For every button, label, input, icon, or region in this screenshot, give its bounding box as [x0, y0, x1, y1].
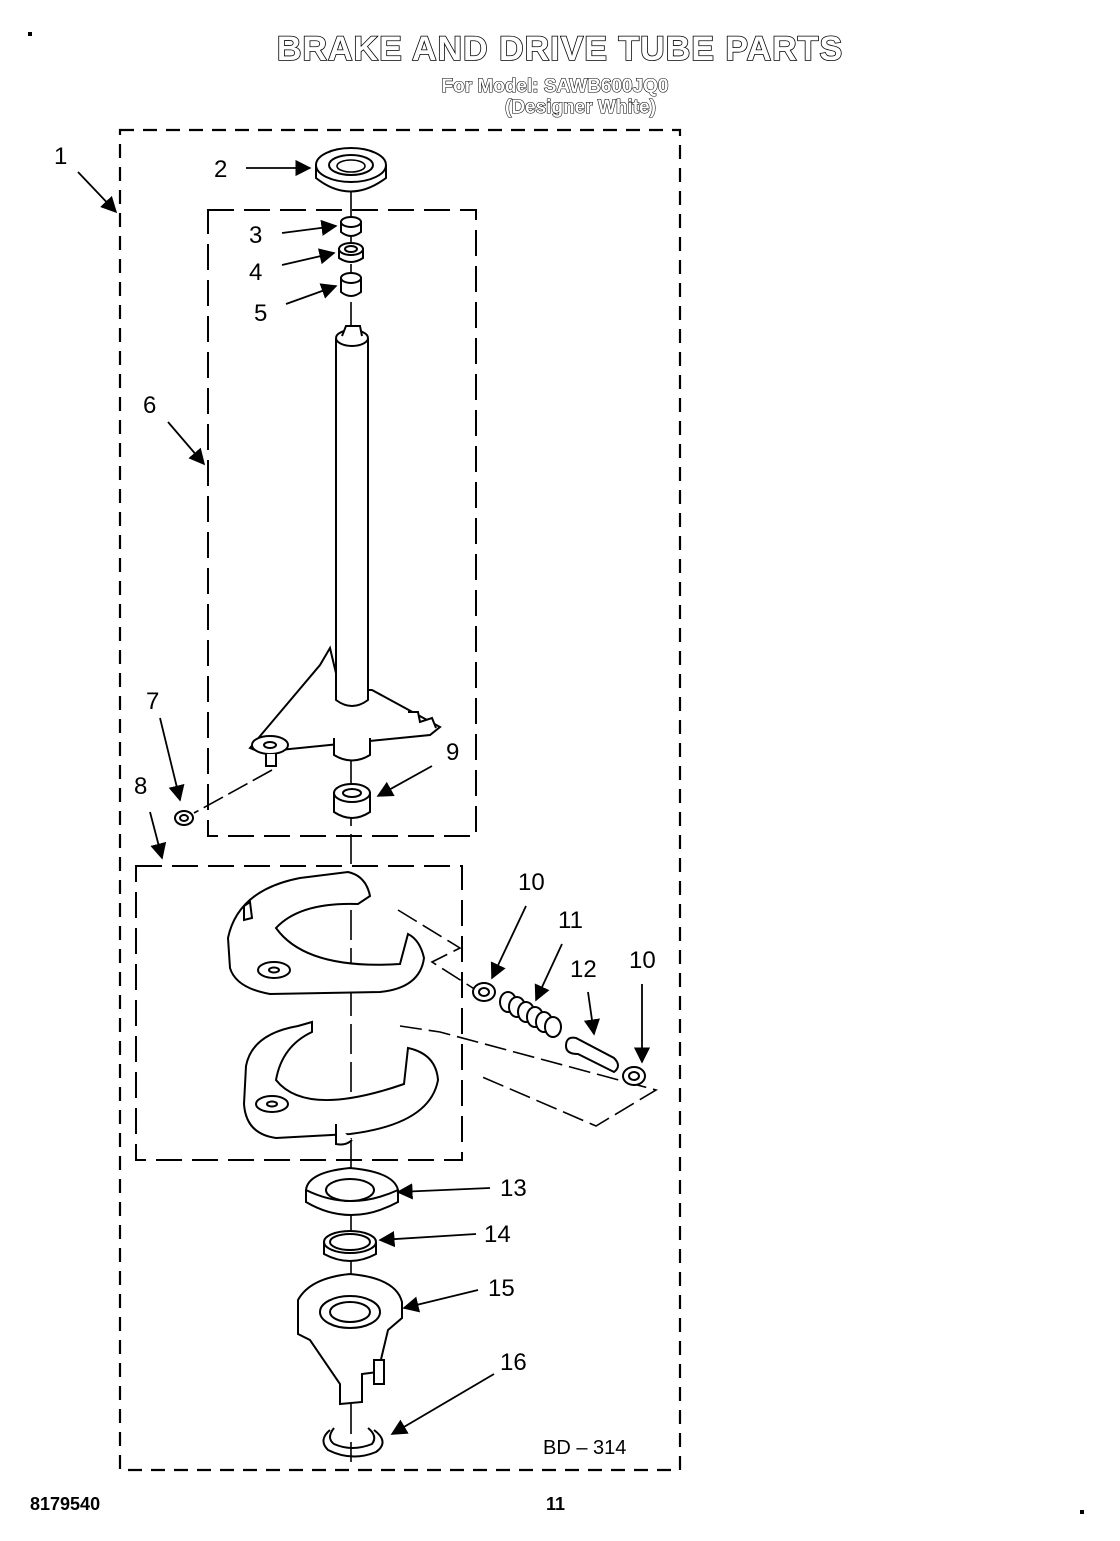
washer-part-left — [472, 982, 496, 1002]
lower-bushing-part — [333, 783, 371, 819]
callout-2: 2 — [214, 156, 227, 183]
callout-10-right: 10 — [629, 947, 656, 974]
callout-6: 6 — [143, 392, 156, 419]
callout-9: 9 — [446, 739, 459, 766]
pin-part — [564, 1036, 619, 1074]
callout-10: 10 — [518, 869, 545, 896]
brake-shoe-bottom-part — [242, 1020, 440, 1146]
part-number: 8179540 — [30, 1494, 101, 1514]
callout-7: 7 — [146, 688, 159, 715]
diagram-code: BD – 314 — [543, 1437, 627, 1459]
callout-11: 11 — [558, 907, 583, 934]
assembly-box-8 — [135, 865, 463, 1161]
bushing-parts — [338, 216, 364, 297]
shift-fork-part — [297, 1272, 403, 1406]
brake-shoe-top-part — [226, 870, 426, 996]
callout-4: 4 — [249, 259, 262, 286]
drive-tube-part — [248, 325, 442, 767]
callout-15: 15 — [488, 1275, 515, 1302]
spring-part — [499, 991, 562, 1038]
snap-ring-part — [322, 1427, 384, 1458]
collar-part — [304, 1166, 400, 1216]
page-number: 11 — [546, 1494, 566, 1514]
model-line: For Model: SAWB600JQ0 — [441, 75, 669, 97]
callout-13: 13 — [500, 1175, 527, 1202]
callout-3: 3 — [249, 222, 262, 249]
assembly-box-6 — [207, 209, 477, 837]
page-title: BRAKE AND DRIVE TUBE PARTS — [276, 29, 844, 69]
washer-part-right — [622, 1066, 646, 1086]
scan-speck — [28, 32, 32, 36]
assembly-box-1 — [118, 128, 682, 1472]
ring-part — [323, 1230, 377, 1262]
callout-5: 5 — [254, 300, 267, 327]
callout-8: 8 — [134, 773, 147, 800]
seal-ring-part — [315, 147, 387, 193]
callout-1: 1 — [54, 143, 67, 170]
nut-part — [174, 810, 194, 826]
color-line: (Designer White) — [504, 96, 656, 118]
spring-guide-lines — [397, 909, 659, 1127]
callout-14: 14 — [484, 1221, 511, 1248]
scan-speck — [1080, 1510, 1084, 1514]
callout-12: 12 — [570, 956, 597, 983]
leader-arrows — [77, 159, 651, 1435]
callout-16: 16 — [500, 1349, 527, 1376]
